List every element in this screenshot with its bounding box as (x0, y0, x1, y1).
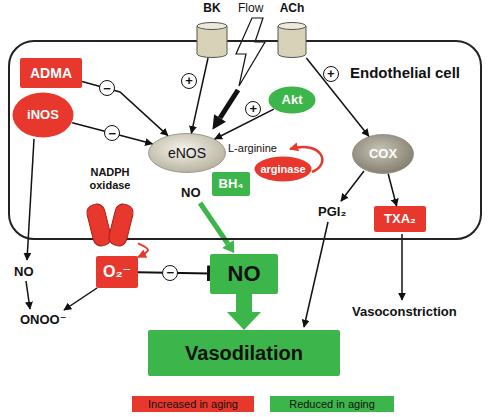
ellipse-shape (13, 93, 74, 138)
product-label: ONOO⁻ (20, 312, 67, 327)
node-label: arginase (254, 156, 312, 182)
enzyme-ellipse: arginase (254, 156, 312, 182)
oxidase-channel-outline (82, 202, 138, 248)
node-label: eNOS (148, 133, 226, 173)
node-label: BH₄ (212, 172, 250, 196)
node-label: COX (352, 134, 414, 174)
mediator-box: NO (210, 254, 278, 294)
no-release-head (222, 240, 234, 253)
connector (388, 174, 396, 206)
superoxide-peroxynitrite-arrow (64, 288, 97, 310)
no-peroxynitrite-arrow (26, 281, 30, 309)
stimulus-label: Flow (238, 1, 263, 15)
node-label: NADPH oxidase (74, 166, 146, 191)
node-label: O₂⁻ (96, 256, 138, 288)
ellipse-shape (353, 135, 414, 174)
product-label: NO (14, 264, 34, 279)
connector (236, 294, 252, 312)
cylinder-top (278, 23, 306, 30)
enzyme-ellipse: COX (352, 134, 414, 174)
cox-pgi2-arrow (341, 171, 364, 201)
node-label: BK (186, 2, 238, 16)
connector (82, 82, 168, 136)
enzyme-ellipse: eNOS (148, 133, 226, 173)
legend-swatch: Increased in aging (132, 396, 254, 412)
node-label: Vasodilation (148, 330, 340, 376)
outcome-box: Vasodilation (148, 330, 340, 376)
receptor-channel-outline (277, 22, 307, 58)
node-label: Akt (268, 86, 316, 114)
channel-subunit (107, 202, 135, 247)
cylinder-top (197, 23, 227, 30)
connector (306, 58, 368, 136)
product-label: NO (181, 185, 201, 200)
receptor-channel: ACh (277, 22, 307, 58)
inos-no-arrow (27, 139, 34, 260)
sign-label: − (104, 125, 120, 141)
oxidase-channel: NADPH oxidase (82, 202, 138, 248)
node-label: TXA₂ (374, 206, 426, 232)
substrate-label: L-arginine (228, 142, 277, 154)
legend-swatch: Reduced in aging (270, 396, 394, 412)
cofactor-box: BH₄ (212, 172, 250, 196)
connector (138, 243, 148, 257)
ellipse-shape (149, 134, 226, 173)
node-label: ADMA (20, 58, 82, 88)
effect-label: Vasoconstriction (352, 304, 457, 319)
connector (72, 123, 152, 144)
kinase-ellipse: Akt (268, 86, 316, 114)
sign-label: + (181, 73, 197, 89)
flow-arrow-head (212, 114, 226, 130)
legend-text: Reduced in aging (289, 398, 375, 410)
flow-bolt (236, 18, 265, 86)
legend-text: Increased in aging (148, 398, 238, 410)
no-release-arrow (200, 203, 228, 244)
radical-box: O₂⁻ (96, 256, 138, 288)
cylinder-body (278, 26, 306, 58)
receptor-channel-outline (196, 22, 228, 58)
factor-box: TXA₂ (374, 206, 426, 232)
node-label: ACh (266, 2, 318, 16)
product-label: PGI₂ (318, 204, 346, 219)
pgi2-vasodilation-arrow (304, 222, 328, 327)
receptor-channel: BK (196, 22, 228, 58)
node-label: NO (210, 254, 278, 294)
sign-label: + (323, 66, 339, 82)
connector (215, 109, 274, 139)
sign-label: − (162, 265, 178, 281)
factor-box: ADMA (20, 58, 82, 88)
sign-label: − (99, 80, 115, 96)
sign-label: + (245, 101, 261, 117)
cylinder-body (197, 26, 227, 58)
node-label: Endothelial cell (350, 64, 475, 81)
enzyme-ellipse: iNOS (12, 92, 74, 138)
ellipse-shape (255, 157, 312, 182)
flow-arrow-shaft (220, 90, 238, 118)
ellipse-shape (269, 87, 316, 114)
channel-subunit (85, 202, 113, 247)
txa2-vasoconstriction-arrow (401, 234, 403, 300)
connector (191, 58, 208, 133)
cell-membrane: Endothelial cell ADMA Akt iNOS eNOS arginaseB… (8, 40, 482, 240)
node-label: iNOS (12, 92, 74, 138)
